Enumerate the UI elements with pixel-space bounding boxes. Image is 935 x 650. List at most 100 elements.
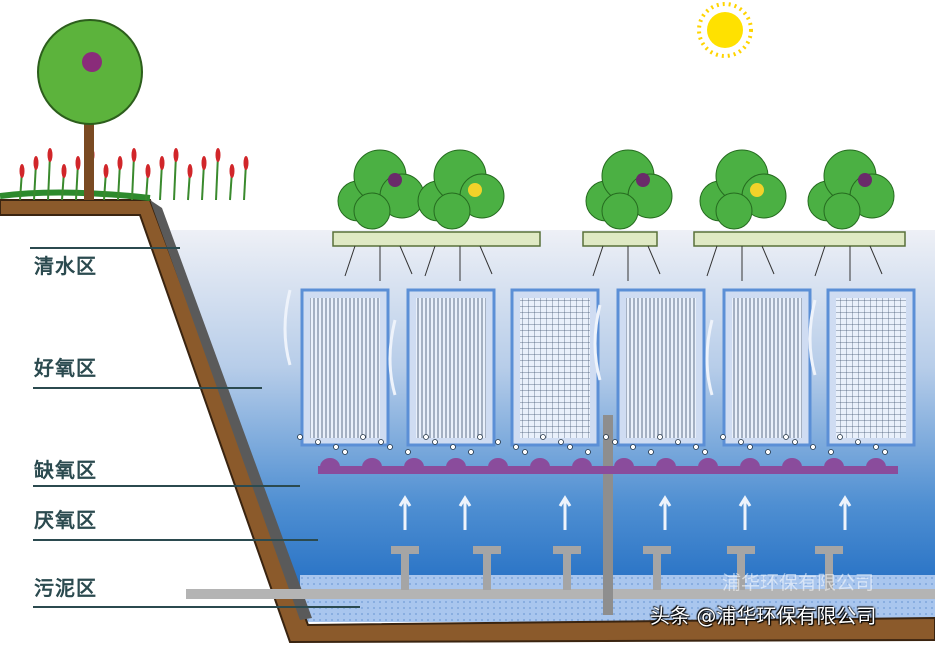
diffuser-stem bbox=[401, 554, 409, 590]
air-bubble bbox=[603, 434, 609, 440]
horizontal-pipe bbox=[186, 589, 935, 599]
floating-beds bbox=[332, 231, 906, 247]
floating-bed bbox=[582, 231, 658, 247]
media-fill bbox=[836, 298, 906, 438]
flow-arrow bbox=[838, 495, 852, 530]
reed-flower bbox=[61, 164, 67, 178]
aerator-head bbox=[572, 458, 592, 467]
reed-stem bbox=[173, 154, 177, 201]
zone-label-anaerobic: 厌氧区 bbox=[34, 508, 97, 532]
diffuser-head bbox=[727, 546, 755, 554]
plant-roots bbox=[706, 245, 775, 281]
air-bubble bbox=[405, 449, 411, 455]
aerator-bar bbox=[318, 466, 898, 474]
air-bubble bbox=[693, 444, 699, 450]
air-bubble bbox=[495, 439, 501, 445]
flow-arrow bbox=[738, 495, 752, 530]
media-fill bbox=[310, 298, 380, 438]
air-bubble bbox=[702, 449, 708, 455]
aerator-head bbox=[320, 458, 340, 467]
reed-stem bbox=[131, 154, 135, 201]
air-bubble bbox=[882, 449, 888, 455]
media-fill bbox=[416, 298, 486, 438]
diffuser-head bbox=[553, 546, 581, 554]
flow-arrows bbox=[283, 289, 852, 530]
floating-bed bbox=[332, 231, 541, 247]
air-bubble bbox=[522, 449, 528, 455]
air-bubble bbox=[360, 434, 366, 440]
reed-flower bbox=[243, 156, 249, 170]
vertical-pipe bbox=[603, 415, 613, 615]
reed-flower bbox=[159, 156, 165, 170]
diffuser-head bbox=[643, 546, 671, 554]
air-bubble bbox=[468, 449, 474, 455]
plant-flower bbox=[388, 173, 402, 187]
air-bubble bbox=[738, 439, 744, 445]
reed-flower bbox=[215, 148, 221, 162]
grass bbox=[0, 189, 151, 201]
flow-arrow bbox=[558, 495, 572, 530]
air-bubble bbox=[630, 444, 636, 450]
reed-flower bbox=[187, 164, 193, 178]
diffuser-head bbox=[473, 546, 501, 554]
bank-liner bbox=[150, 200, 312, 620]
air-bubble bbox=[567, 444, 573, 450]
reed-flower bbox=[229, 164, 235, 178]
aerator-head bbox=[698, 458, 718, 467]
circulation-arrow bbox=[283, 289, 292, 366]
reed-flower bbox=[145, 164, 151, 178]
air-bubble bbox=[585, 449, 591, 455]
air-bubble bbox=[297, 434, 303, 440]
media-fill bbox=[732, 298, 802, 438]
plant-roots bbox=[592, 245, 661, 281]
watermark-faint: 浦华环保有限公司 bbox=[722, 572, 875, 594]
reed-flower bbox=[173, 148, 179, 162]
reed-flower bbox=[117, 156, 123, 170]
reed-flower bbox=[19, 164, 25, 178]
diffuser-stem bbox=[563, 554, 571, 590]
circulation-arrow bbox=[705, 319, 714, 396]
zone-label-clear-water: 清水区 bbox=[34, 254, 97, 278]
plant-flower bbox=[858, 173, 872, 187]
watermark: 头条 @浦华环保有限公司 bbox=[650, 604, 877, 628]
air-bubble bbox=[837, 434, 843, 440]
air-bubble bbox=[675, 439, 681, 445]
tree bbox=[37, 19, 143, 200]
circulation-arrow bbox=[388, 319, 397, 396]
diffuser-head bbox=[815, 546, 843, 554]
aerator-head bbox=[740, 458, 760, 467]
plant-flower bbox=[636, 173, 650, 187]
air-bubble bbox=[513, 444, 519, 450]
air-bubble bbox=[315, 439, 321, 445]
reed-flower bbox=[47, 148, 53, 162]
air-bubble bbox=[783, 434, 789, 440]
air-bubble bbox=[450, 444, 456, 450]
plant-leaf bbox=[601, 192, 639, 230]
diffuser-stem bbox=[653, 554, 661, 590]
aerator-head bbox=[866, 458, 886, 467]
plant-leaf bbox=[433, 192, 471, 230]
aerator-head bbox=[488, 458, 508, 467]
air-bubble bbox=[747, 444, 753, 450]
air-bubble bbox=[540, 434, 546, 440]
reed-flower bbox=[103, 164, 109, 178]
air-bubble bbox=[648, 449, 654, 455]
air-bubble bbox=[873, 444, 879, 450]
diffuser-head bbox=[391, 546, 419, 554]
plant-flower bbox=[468, 183, 482, 197]
aerator-head bbox=[530, 458, 550, 467]
diffuser-stem bbox=[825, 554, 833, 590]
aerator-head bbox=[614, 458, 634, 467]
air-bubble bbox=[792, 439, 798, 445]
air-bubble bbox=[558, 439, 564, 445]
air-bubble bbox=[477, 434, 483, 440]
media-fill bbox=[626, 298, 696, 438]
zone-label-anoxic: 缺氧区 bbox=[34, 458, 97, 482]
sun-icon bbox=[697, 2, 753, 58]
diffuser-stem bbox=[483, 554, 491, 590]
air-bubble bbox=[810, 444, 816, 450]
aerator-head bbox=[362, 458, 382, 467]
plant-leaf bbox=[823, 192, 861, 230]
aerator-head bbox=[656, 458, 676, 467]
